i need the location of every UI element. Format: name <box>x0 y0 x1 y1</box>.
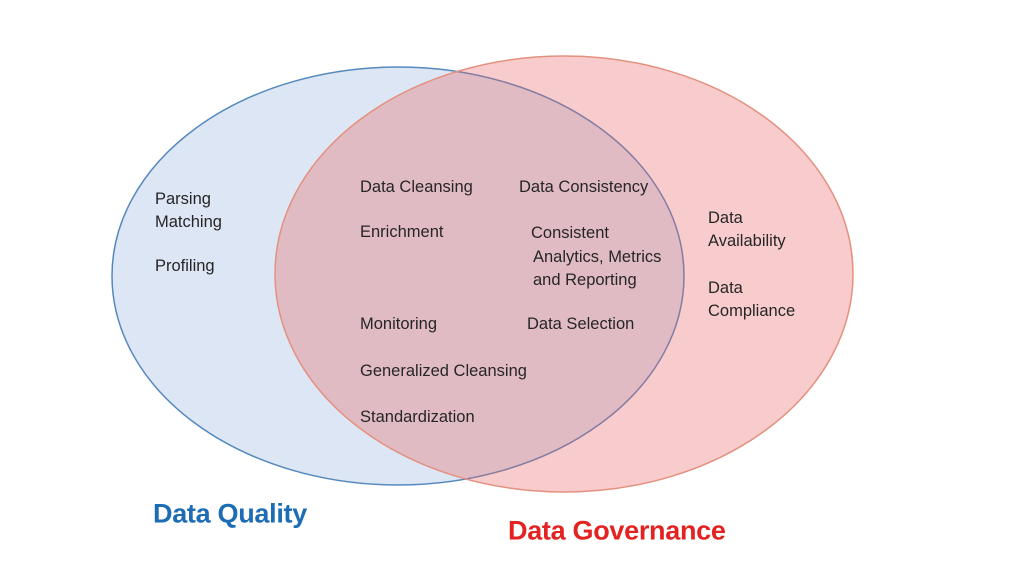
label-data-availability-line2: Availability <box>708 231 786 250</box>
label-data-consistency: Data Consistency <box>519 177 649 196</box>
data-governance-ellipse <box>274 55 854 493</box>
label-generalized-cleansing: Generalized Cleansing <box>360 361 527 380</box>
label-analytics-metrics: Analytics, Metrics <box>533 247 662 266</box>
label-data-compliance-line2: Compliance <box>708 301 796 320</box>
data-quality-title: Data Quality <box>153 498 307 529</box>
label-consistent: Consistent <box>531 223 609 242</box>
label-profiling: Profiling <box>155 256 215 275</box>
data-quality-ellipse <box>111 66 685 486</box>
label-monitoring: Monitoring <box>360 314 438 333</box>
label-data-availability-line1: Data <box>708 208 743 227</box>
data-governance-title: Data Governance <box>508 515 726 546</box>
label-data-cleansing: Data Cleansing <box>360 177 473 196</box>
label-enrichment: Enrichment <box>360 222 444 241</box>
label-data-compliance-line1: Data <box>708 278 743 297</box>
label-data-selection: Data Selection <box>527 314 635 333</box>
label-standardization: Standardization <box>360 407 475 426</box>
label-matching: Matching <box>155 212 222 231</box>
label-and-reporting: and Reporting <box>533 270 637 289</box>
label-parsing: Parsing <box>155 189 211 208</box>
